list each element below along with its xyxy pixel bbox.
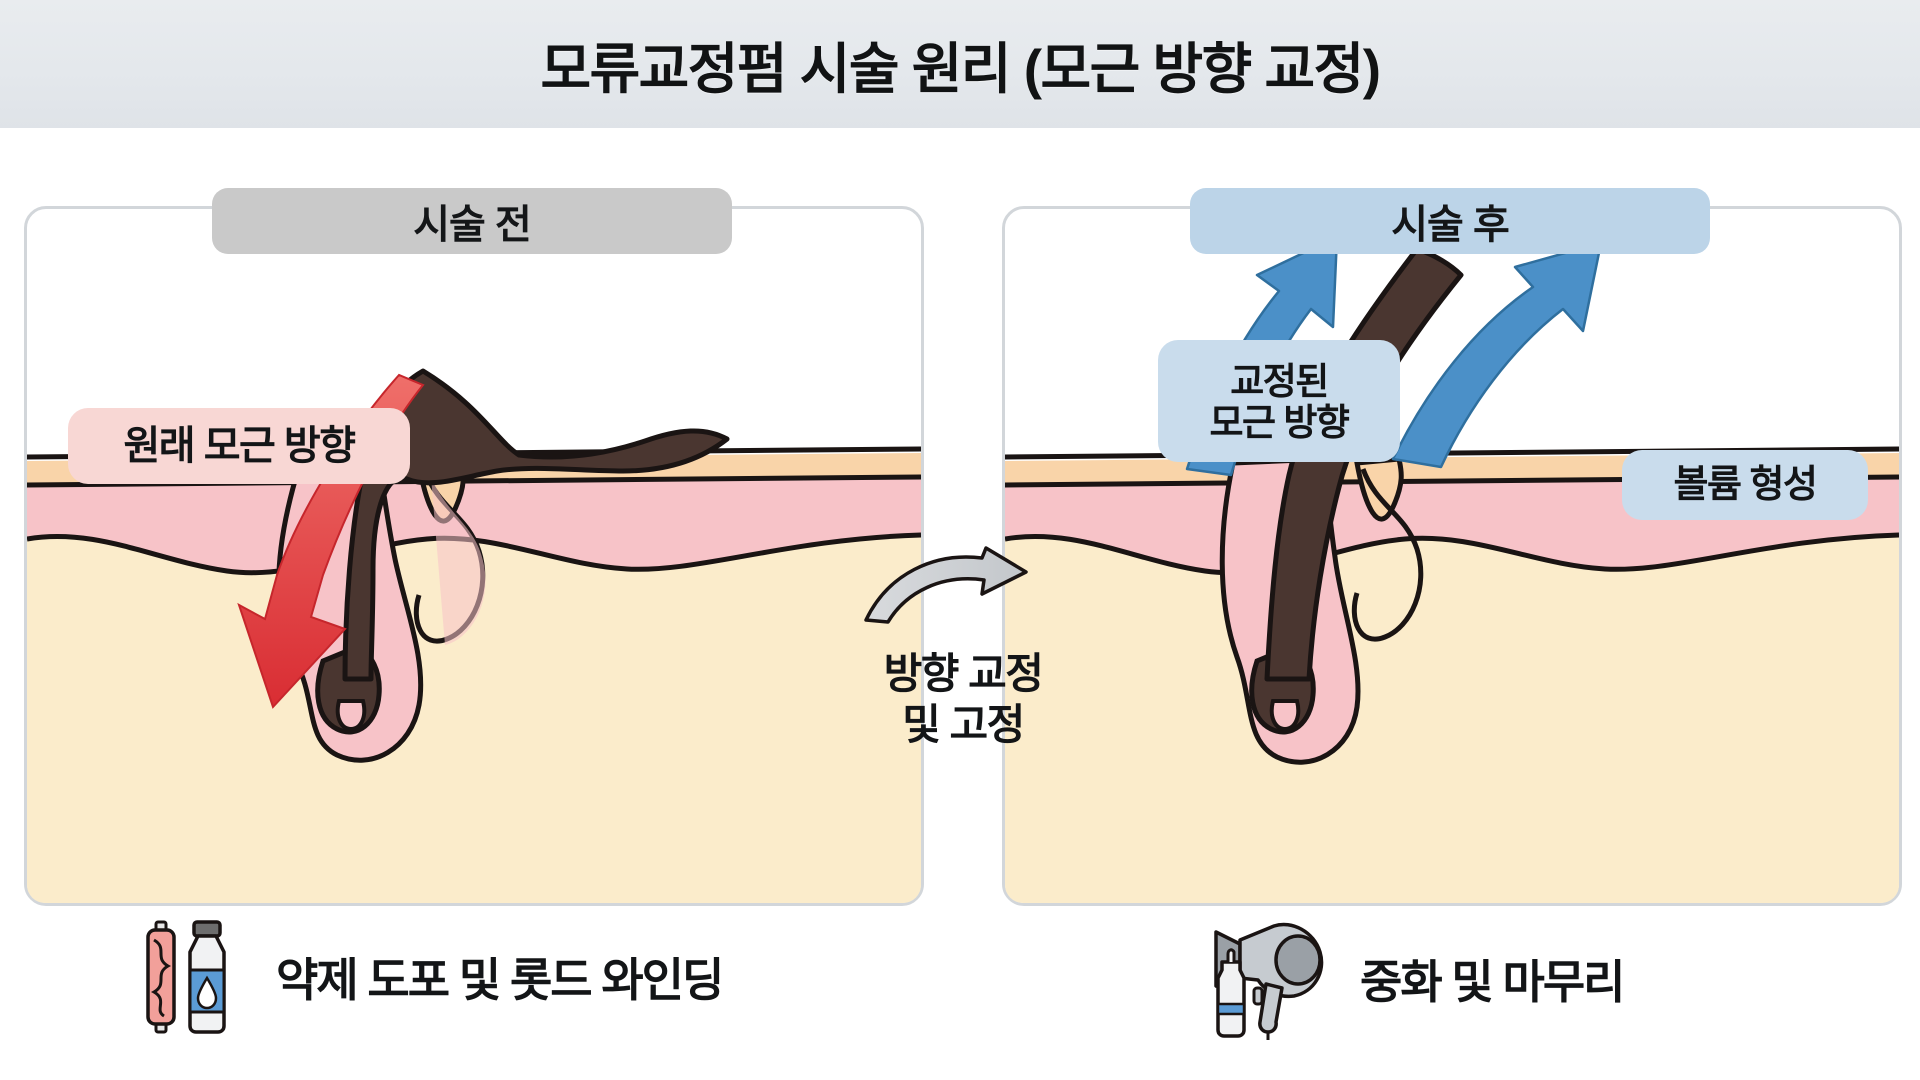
callout-original-direction: 원래 모근 방향 <box>68 408 410 484</box>
neutralizer-bottle-icon <box>1216 948 1246 1038</box>
callout-volume-formation: 볼륨 형성 <box>1622 450 1868 520</box>
step-2-icon-group <box>1214 922 1324 1040</box>
panel-after-treatment <box>1002 206 1902 906</box>
dermis-layer <box>27 473 921 573</box>
badge-after-treatment: 시술 후 <box>1190 188 1710 254</box>
dermal-papilla-right <box>1269 699 1301 732</box>
dermal-papilla-left <box>335 699 367 732</box>
solution-bottle-icon <box>188 920 226 1034</box>
step-neutralize-finish: 중화 및 마무리 <box>1210 918 1625 1040</box>
follicle-pocket-right <box>1354 456 1404 522</box>
perm-rod-icon <box>146 920 176 1034</box>
callout-corrected-line2: 모근 방향 <box>1209 402 1350 443</box>
transition-caption: 방향 교정 및 고정 <box>838 648 1088 750</box>
dermis-boundary-line <box>27 532 921 576</box>
callout-corrected-line1: 교정된 <box>1230 360 1329 402</box>
sebaceous-duct-right <box>1351 468 1424 642</box>
badge-before-label: 시술 전 <box>413 203 532 247</box>
hair-shaft-right <box>1264 246 1464 682</box>
step-1-icon-group <box>146 920 226 1034</box>
curved-right-arrow-icon <box>864 546 1028 624</box>
callout-original-direction-label: 원래 모근 방향 <box>123 423 356 468</box>
panel-before-treatment <box>24 206 924 906</box>
step-1-label: 약제 도포 및 롯드 와인딩 <box>276 954 724 1006</box>
callout-volume-label: 볼륨 형성 <box>1673 463 1818 506</box>
transition-caption-line1: 방향 교정 <box>883 650 1044 697</box>
step-apply-solution: 약제 도포 및 롯드 와인딩 <box>140 918 724 1036</box>
step-2-label: 중화 및 마무리 <box>1360 956 1625 1008</box>
badge-after-label: 시술 후 <box>1391 203 1510 247</box>
transition-caption-line2: 및 고정 <box>902 701 1025 749</box>
skin-cross-section-before <box>27 368 921 903</box>
page-title: 모류교정펌 시술 원리 (모근 방향 교정) <box>540 38 1381 100</box>
transition-arrow <box>864 546 1028 624</box>
sebaceous-fill-left <box>431 477 486 645</box>
hypodermis-layer <box>1005 535 1899 903</box>
callout-corrected-direction: 교정된 모근 방향 <box>1158 340 1400 462</box>
title-bar: 모류교정펌 시술 원리 (모근 방향 교정) <box>0 0 1920 128</box>
skin-cross-section-after <box>1005 235 1899 903</box>
badge-before-treatment: 시술 전 <box>212 188 732 254</box>
